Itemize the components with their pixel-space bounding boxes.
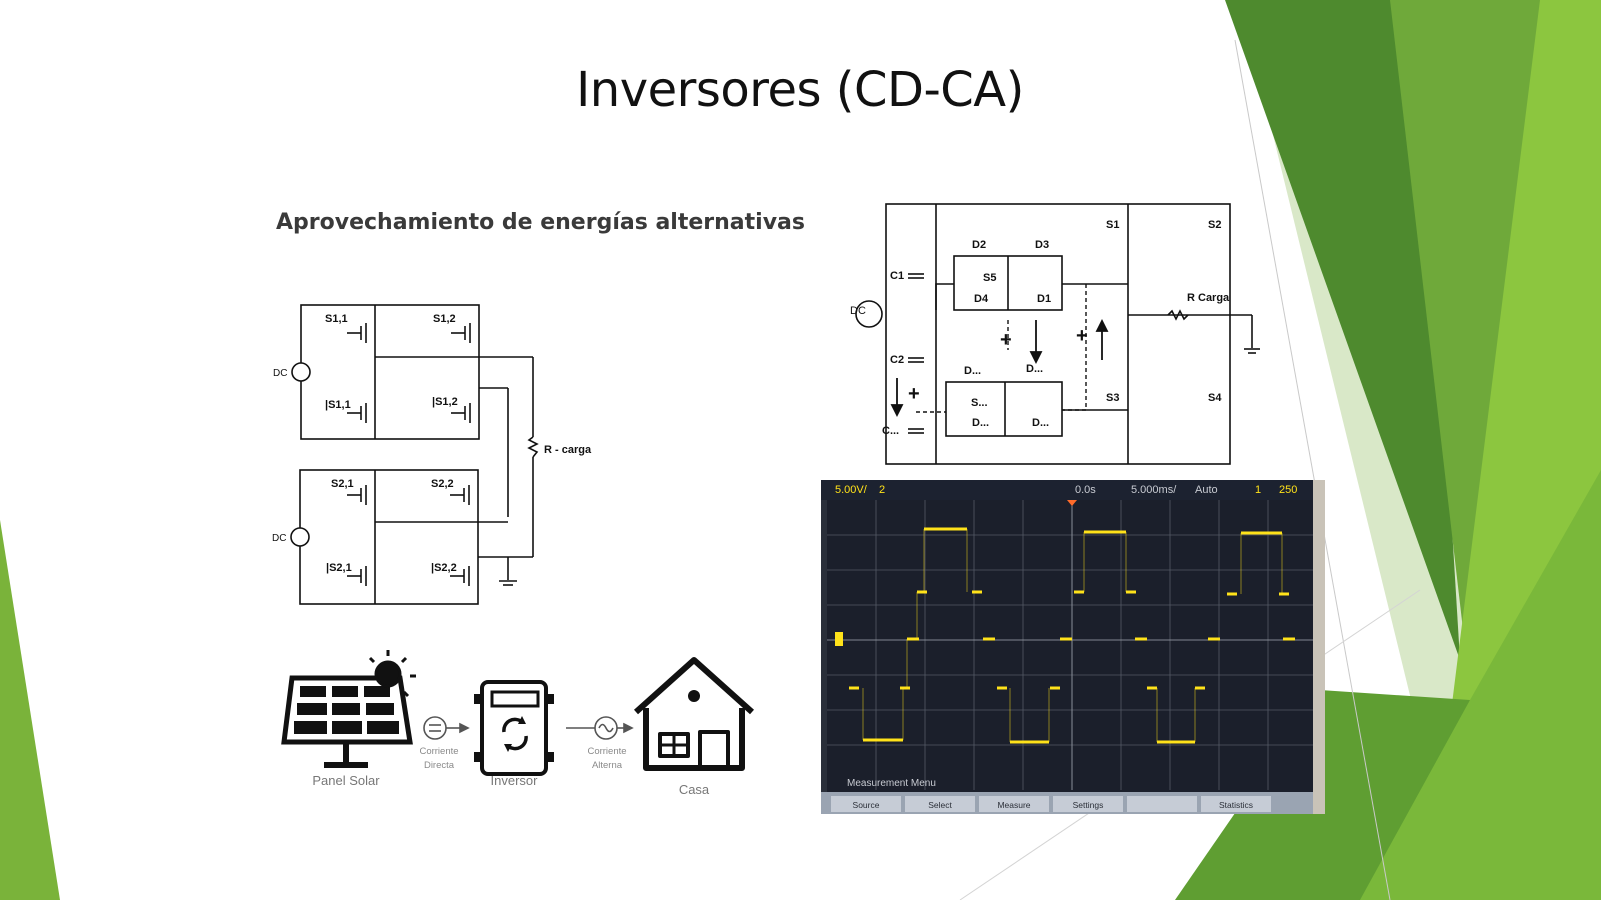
- ac-label: Alterna: [592, 760, 623, 771]
- softkey-statistics[interactable]: Statistics: [1219, 800, 1253, 810]
- dc-source-label: DC: [273, 368, 287, 379]
- inverter-icon: [474, 680, 554, 776]
- mosfet-icon: [347, 403, 367, 423]
- dc-label: Corriente: [419, 746, 458, 757]
- house-label: Casa: [679, 782, 710, 797]
- switch-label: S2: [1208, 219, 1221, 231]
- mosfet-icon: [347, 566, 367, 586]
- inverter-label: Inversor: [491, 773, 539, 788]
- diode-label: D3: [1035, 239, 1049, 251]
- mosfet-icon: [451, 323, 471, 343]
- switch-label: S1,2: [433, 313, 456, 325]
- switch-label: S4: [1208, 392, 1222, 404]
- diode-label: D1: [1037, 293, 1051, 305]
- trigger-channel: 1: [1255, 484, 1261, 496]
- switch-label: |S1,2: [432, 396, 458, 408]
- switch-label: S1,1: [325, 313, 348, 325]
- mosfet-icon: [347, 485, 367, 505]
- dc-source-label: DC: [850, 305, 866, 317]
- plus-sign: +: [908, 383, 920, 405]
- softkey-source[interactable]: Source: [853, 800, 880, 810]
- mosfet-icon: [450, 485, 470, 505]
- switch-label: S3: [1106, 392, 1119, 404]
- bg-thin-line: [1234, 39, 1391, 900]
- cascaded-h-bridge-diagram: S1,1 S1,2 |S1,1 |S1,2 S2,1 S2,2 |S2,1 |S…: [272, 304, 592, 605]
- oscilloscope-photo: 5.00V/ 2 0.0s 5.000ms/ Auto 1 250 Measur…: [821, 480, 1325, 814]
- switch-label: S2,1: [331, 478, 354, 490]
- plus-sign: +: [1000, 329, 1012, 351]
- bg-green-shape-dark: [1225, 0, 1460, 660]
- solar-panel-icon: [281, 675, 413, 768]
- multilevel-inverter-diagram: C1 C2 C... D2 D3 D4 D1 S5 D... D... D...…: [850, 203, 1260, 465]
- capacitor-label: C2: [890, 354, 904, 366]
- mosfet-icon: [347, 323, 367, 343]
- softkey-measure[interactable]: Measure: [997, 800, 1030, 810]
- time-offset: 0.0s: [1075, 484, 1096, 496]
- switch-label: |S1,1: [325, 399, 351, 411]
- capacitor-label: C1: [890, 270, 904, 282]
- dc-source-label: DC: [272, 533, 286, 544]
- ac-current-icon: [566, 716, 634, 740]
- diode-label: D2: [972, 239, 986, 251]
- diode-label: D...: [1032, 417, 1049, 429]
- ac-label: Corriente: [587, 746, 626, 757]
- switch-label: S1: [1106, 219, 1119, 231]
- channel-marker: [835, 632, 843, 646]
- solar-flow-diagram: Panel Solar Inversor Casa Corriente Dire…: [281, 650, 755, 797]
- softkey-settings[interactable]: Settings: [1073, 800, 1104, 810]
- diode-label: D...: [972, 417, 989, 429]
- dc-current-icon: [423, 716, 470, 740]
- switch-label: S5: [983, 272, 996, 284]
- capacitor-label: C...: [882, 425, 899, 437]
- load-label: R - carga: [544, 444, 592, 456]
- diode-label: D...: [964, 365, 981, 377]
- bg-green-shape-bottom2: [1360, 470, 1601, 900]
- menu-title: Measurement Menu: [847, 778, 936, 789]
- trigger-mode: Auto: [1195, 484, 1218, 496]
- house-icon: [633, 657, 755, 771]
- plus-sign: +: [1076, 325, 1088, 347]
- diode-label: D...: [1026, 363, 1043, 375]
- switch-label: S...: [971, 397, 988, 409]
- bg-green-shape-left: [0, 520, 60, 900]
- softkey-select[interactable]: Select: [928, 800, 952, 810]
- mosfet-icon: [451, 403, 471, 423]
- load-label: R Carga: [1187, 292, 1230, 304]
- slide-subtitle: Aprovechamiento de energías alternativas: [276, 210, 805, 235]
- diode-label: D4: [974, 293, 989, 305]
- mosfet-icon: [450, 566, 470, 586]
- panel-label: Panel Solar: [312, 773, 380, 788]
- switch-label: |S2,2: [431, 562, 457, 574]
- trigger-level: 250: [1279, 484, 1297, 496]
- scope-trace: [849, 527, 1295, 744]
- trigger-marker: [1067, 500, 1077, 506]
- sun-icon: [368, 650, 416, 698]
- switch-label: S2,2: [431, 478, 454, 490]
- switch-label: |S2,1: [326, 562, 352, 574]
- dc-label: Directa: [424, 760, 455, 771]
- time-scale: 5.000ms/: [1131, 484, 1177, 496]
- slide-title: Inversores (CD-CA): [576, 62, 1024, 118]
- channel-scale: 5.00V/: [835, 484, 868, 496]
- channel-number: 2: [879, 484, 885, 496]
